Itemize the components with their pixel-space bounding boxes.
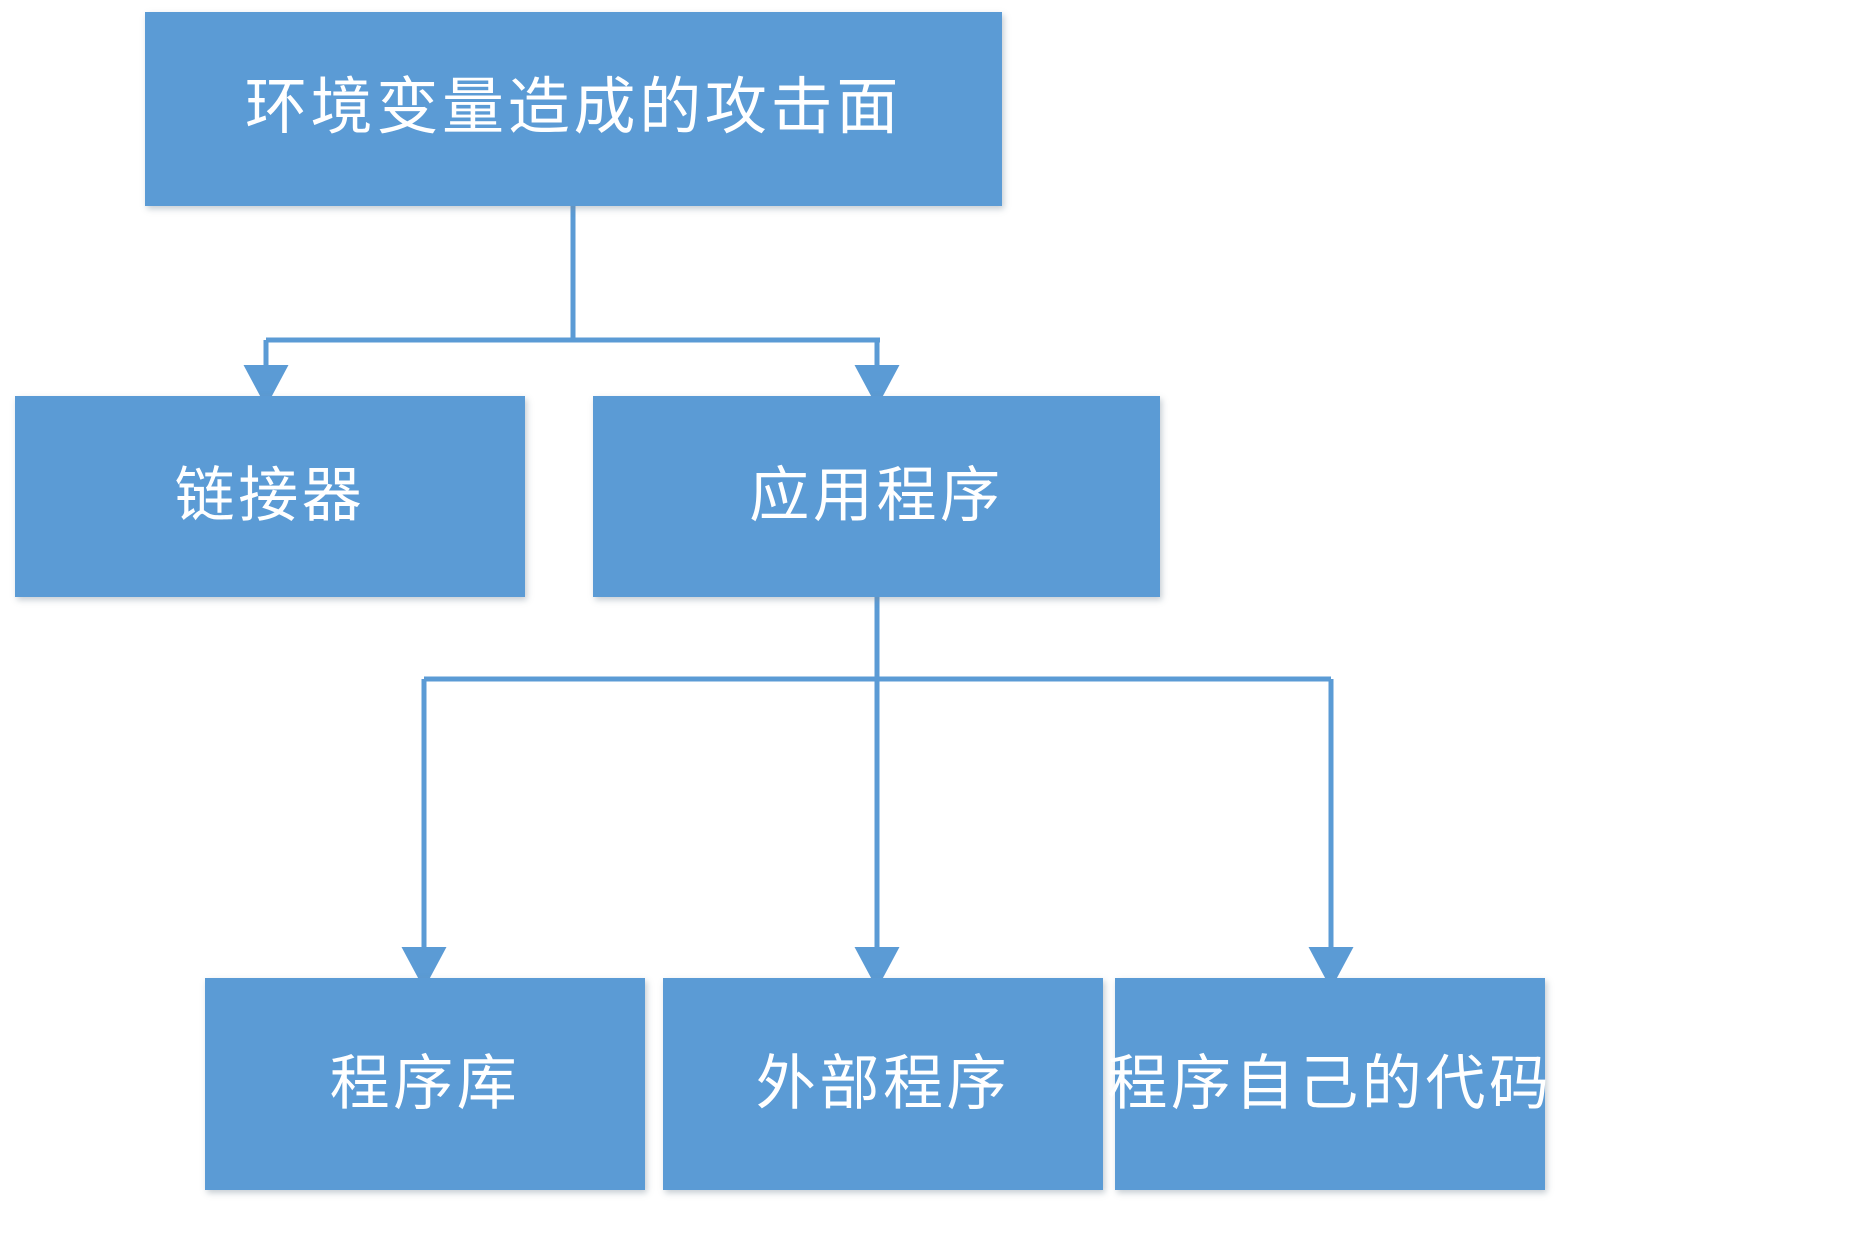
- node-root-attack-surface[interactable]: 环境变量造成的攻击面: [145, 12, 1002, 206]
- node-application-label: 应用程序: [749, 463, 1004, 529]
- edge-root-to-children: [266, 206, 880, 343]
- node-external-program[interactable]: 外部程序: [663, 978, 1103, 1190]
- node-linker-label: 链接器: [174, 463, 366, 529]
- node-root-label: 环境变量造成的攻击面: [244, 74, 903, 143]
- node-application[interactable]: 应用程序: [593, 396, 1160, 597]
- node-linker[interactable]: 链接器: [15, 396, 525, 597]
- node-external-program-label: 外部程序: [755, 1050, 1011, 1117]
- node-program-library[interactable]: 程序库: [205, 978, 645, 1190]
- node-program-own-code[interactable]: 程序自己的代码: [1107, 978, 1549, 1190]
- edge-app-to-children: [424, 597, 1331, 682]
- node-program-library-label: 程序库: [329, 1050, 521, 1117]
- node-program-own-code-label: 程序自己的代码: [1107, 1050, 1553, 1117]
